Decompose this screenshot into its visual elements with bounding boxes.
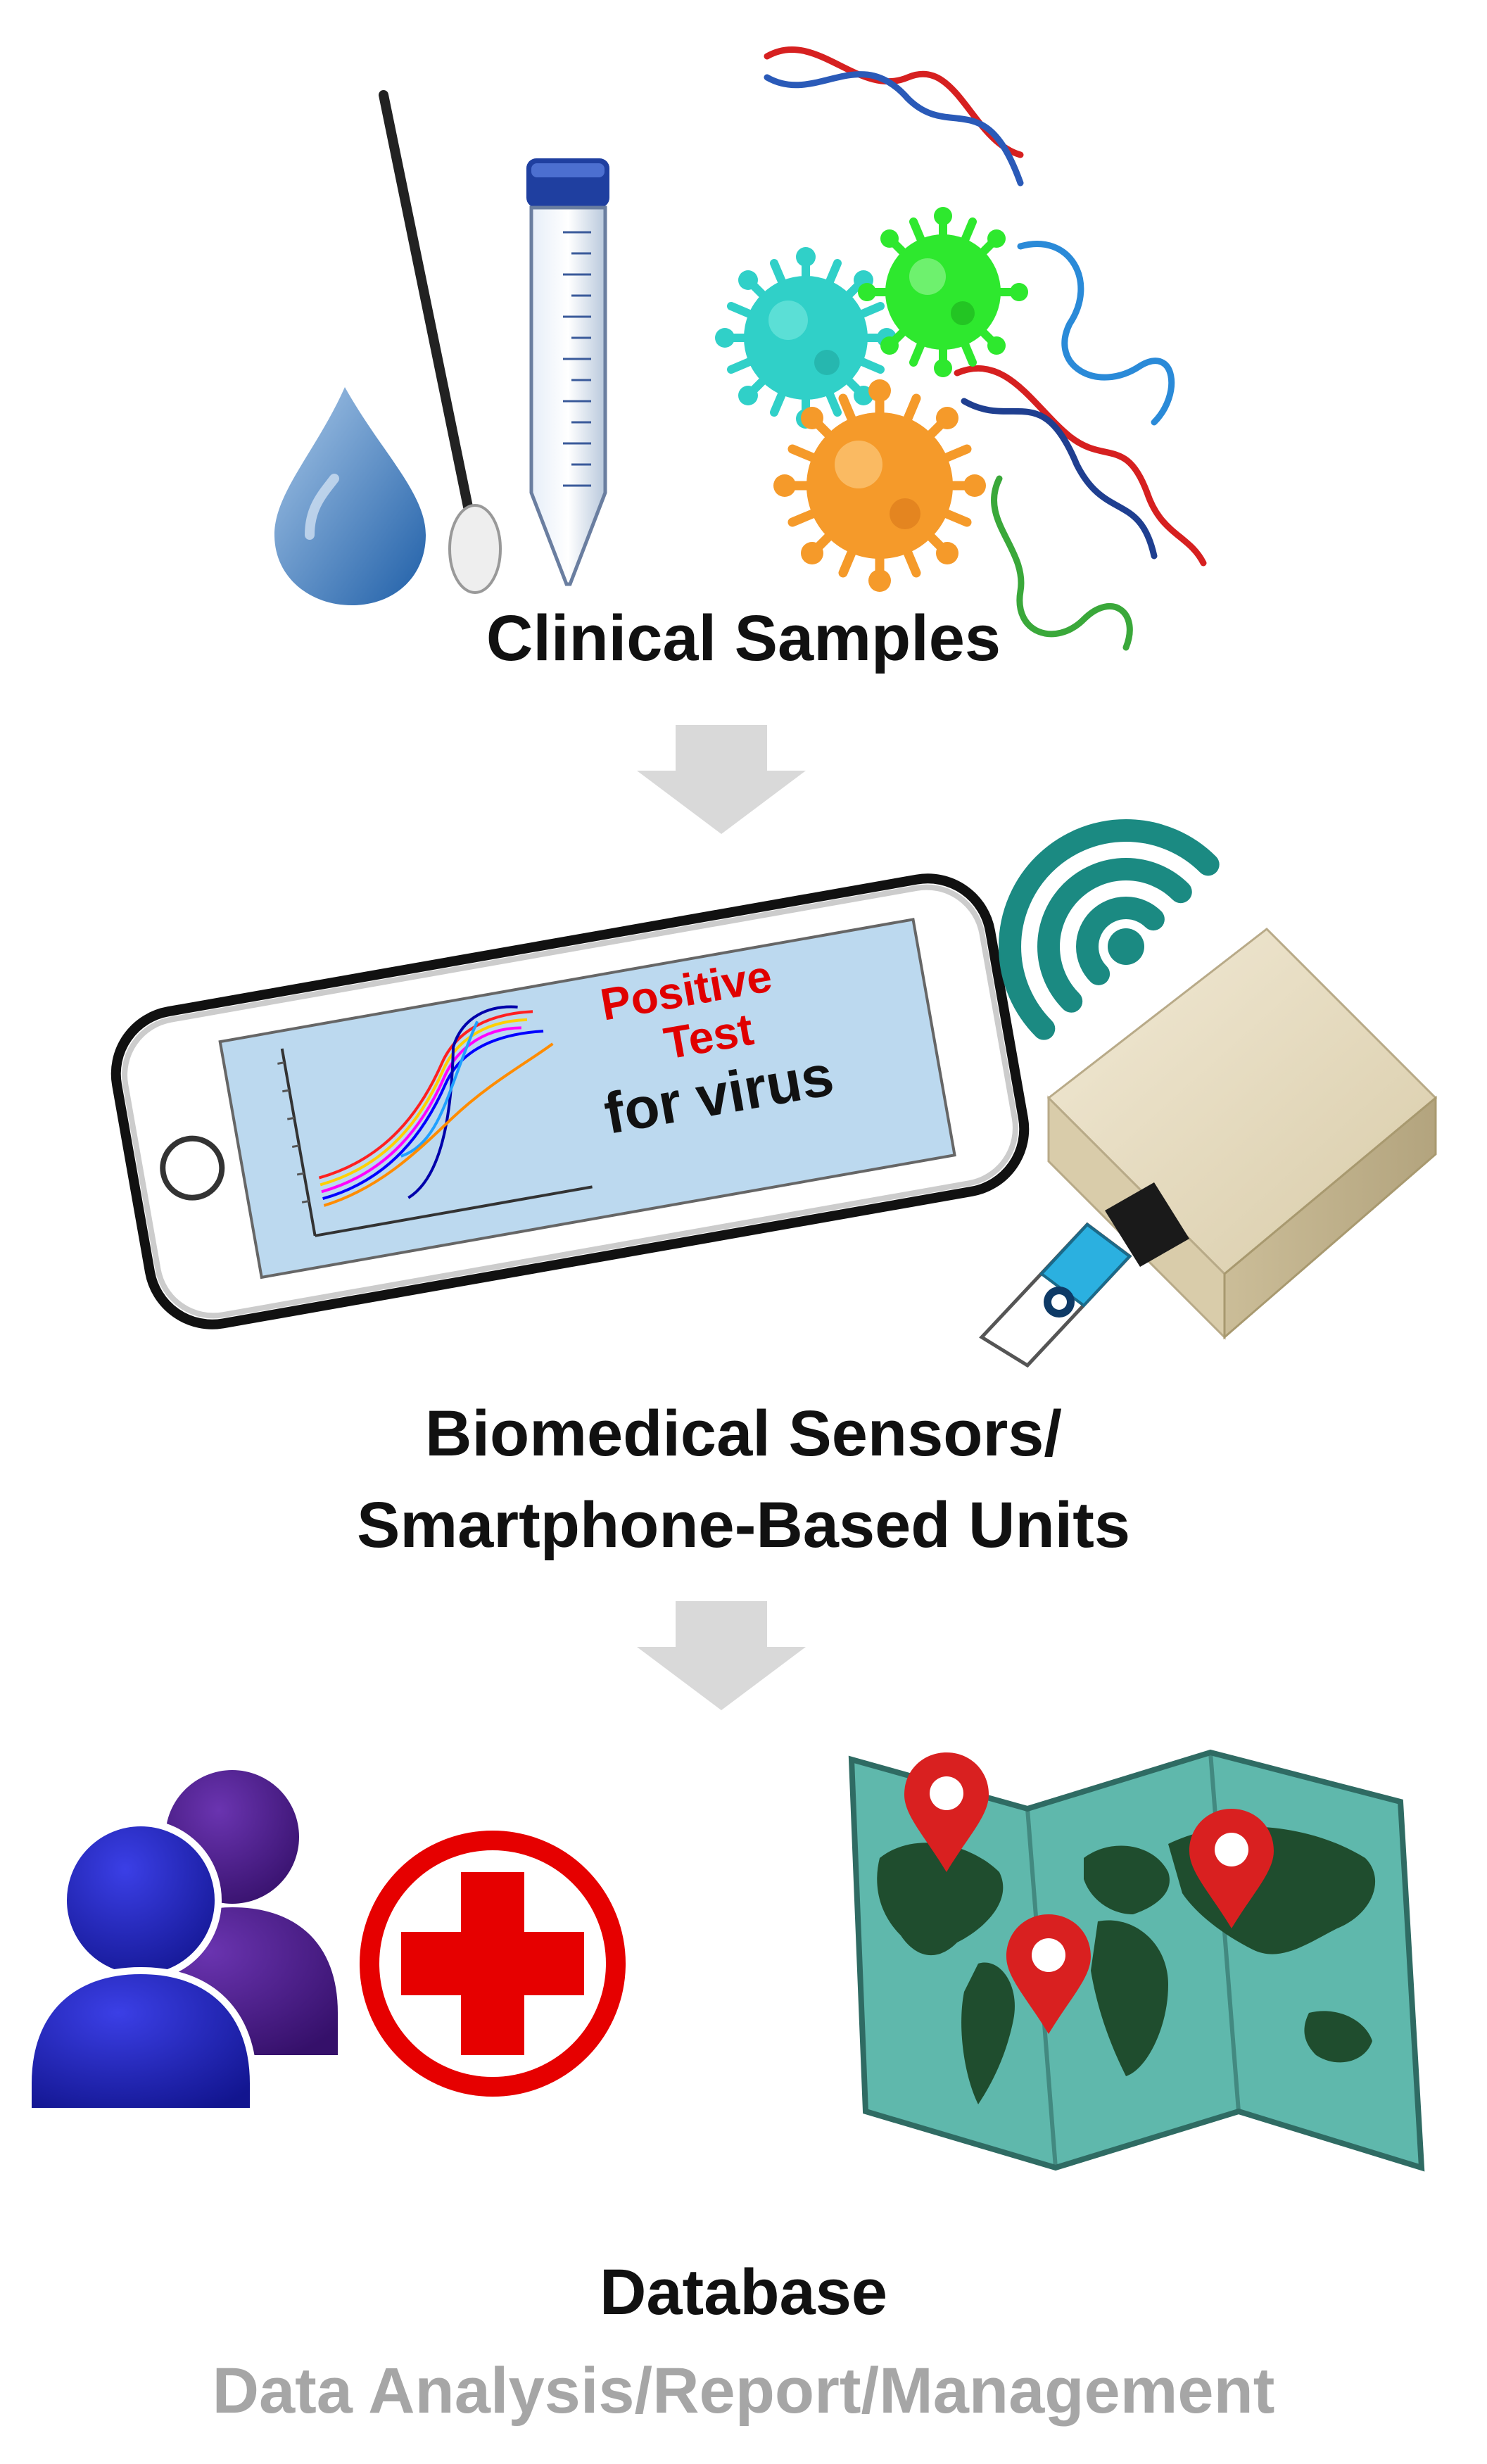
virus-icon xyxy=(773,379,986,592)
medical-cross-icon xyxy=(360,1831,626,2097)
flow-arrow xyxy=(637,1601,806,1710)
wifi-icon xyxy=(999,819,1220,1040)
virus-icon xyxy=(715,247,897,429)
test-tube-icon xyxy=(526,158,609,586)
dna-strand-icon xyxy=(764,46,1024,187)
location-pin-icon xyxy=(904,1752,989,1872)
virus-icon xyxy=(858,207,1028,377)
dna-strand-icon xyxy=(954,365,1207,567)
dna-strand-icon xyxy=(991,475,1133,651)
biomedical-sensors-label: Biomedical Sensors/ xyxy=(425,1398,1062,1470)
droplet-icon xyxy=(274,387,426,605)
data-analysis-label: Data Analysis/Report/Management xyxy=(212,2355,1275,2427)
users-icon xyxy=(25,1770,338,2115)
smartphone-icon: Positive Test for virus xyxy=(110,873,1030,1329)
test-strip-icon xyxy=(979,1222,1132,1368)
location-pin-icon xyxy=(1189,1809,1274,1928)
location-pin-icon xyxy=(1006,1914,1091,2034)
clinical-samples-label: Clinical Samples xyxy=(486,602,1001,674)
smartphone-units-label: Smartphone-Based Units xyxy=(356,1489,1131,1561)
swab-icon xyxy=(379,90,502,594)
flow-arrow xyxy=(637,725,806,834)
sensor-box-icon xyxy=(1046,928,1438,1340)
screen-chart xyxy=(277,1005,593,1237)
wifi-dot xyxy=(1108,928,1144,965)
dna-strand-icon xyxy=(1017,241,1175,426)
world-map-icon xyxy=(848,1749,1425,2172)
database-label: Database xyxy=(599,2256,888,2328)
